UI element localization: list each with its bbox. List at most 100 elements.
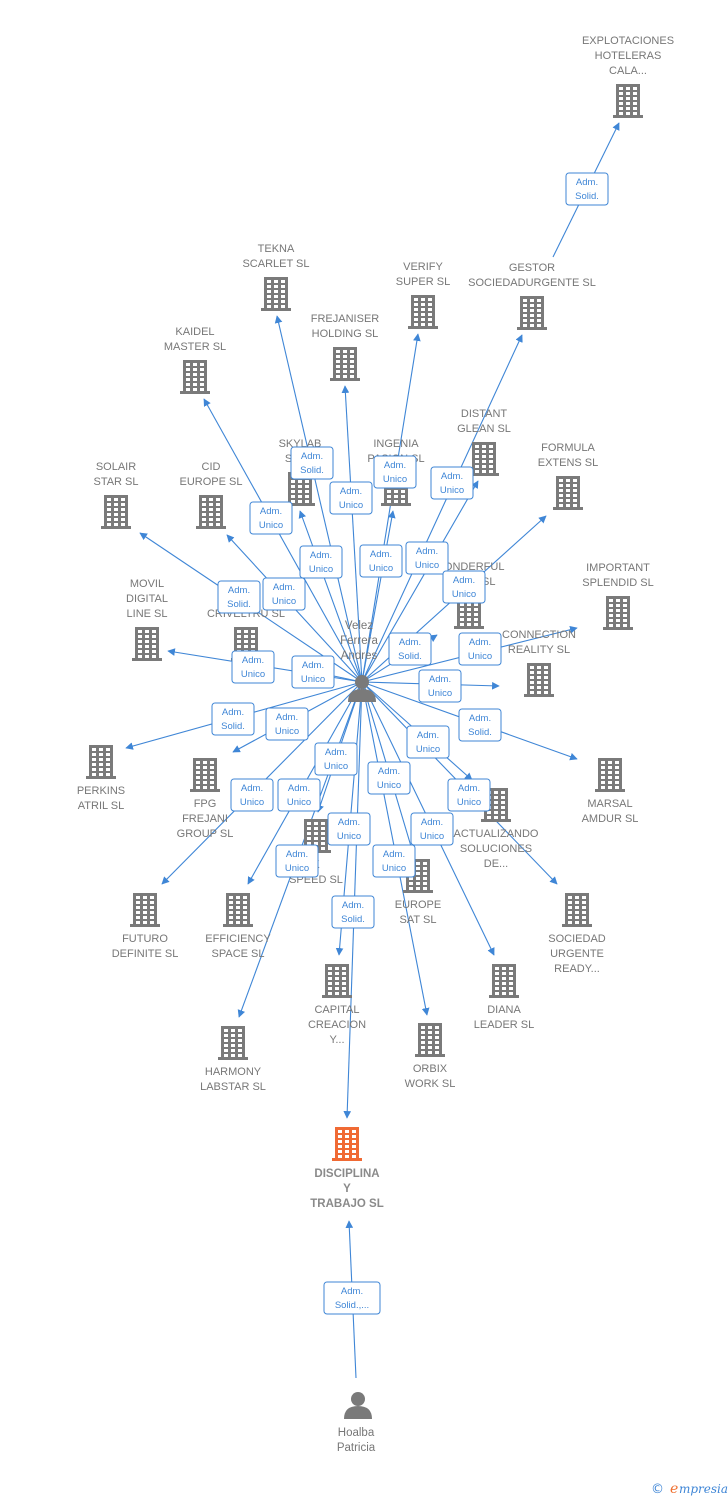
edge-label-disciplina[interactable]: Adm.Solid.,... — [323, 1281, 381, 1315]
company-node-capital[interactable]: CAPITALCREACIONY... — [308, 964, 366, 1046]
edge-label-text: Adm. — [342, 900, 364, 911]
edge-label-box — [418, 669, 462, 703]
edge-label-text: Solid. — [300, 465, 324, 476]
edge-label-verify[interactable]: Adm.Unico — [373, 455, 417, 489]
node-label-line: HOLDING SL — [312, 328, 379, 340]
node-label-line: INGENIA — [373, 438, 419, 450]
edge-label-box — [373, 455, 417, 489]
edge-label-frejaniser[interactable]: Adm.Unico — [329, 481, 373, 515]
edge-label-movil[interactable]: Adm.Unico — [231, 650, 275, 684]
edge-label-kspeed[interactable]: Adm.Unico — [314, 742, 358, 776]
edge-label-formula[interactable]: Adm.Unico — [442, 570, 486, 604]
edge-label-distant[interactable]: Adm.Unico — [405, 541, 449, 575]
edge-label-actualizando[interactable]: Adm.Unico — [406, 725, 450, 759]
edge-label-tekna[interactable]: Adm.Solid. — [290, 446, 334, 480]
company-node-explotaciones[interactable]: EXPLOTACIONESHOTELERASCALA... — [582, 35, 674, 118]
edge-velez-to-kaidel — [203, 398, 363, 683]
node-label-line: FORMULA — [541, 442, 595, 454]
node-label-line: VERIFY — [403, 261, 443, 273]
node-label-line: CID — [202, 461, 221, 473]
node-label-line: Velez — [345, 620, 373, 632]
edge-label-text: Adm. — [378, 766, 400, 777]
edge-label-gestor[interactable]: Adm.Unico — [430, 466, 474, 500]
edge-label-disciplina[interactable]: Adm.Unico — [327, 812, 371, 846]
edge-label-solair[interactable]: Adm.Solid. — [217, 580, 261, 614]
node-label-line: LEADER SL — [474, 1019, 535, 1031]
edge-label-cid[interactable]: Adm.Unico — [262, 577, 306, 611]
edge-label-sociedad[interactable]: Adm.Unico — [447, 778, 491, 812]
building-icon — [613, 84, 643, 118]
edge-label-box — [249, 501, 293, 535]
node-label-line: STAR SL — [93, 476, 138, 488]
footer-brand[interactable]: © e mpresia — [651, 1481, 728, 1497]
edge-label-explotaciones[interactable]: Adm.Solid. — [565, 172, 609, 206]
edge-label-orbix[interactable]: Adm.Unico — [372, 844, 416, 878]
edge-label-capital[interactable]: Adm.Solid. — [331, 895, 375, 929]
edge-label-diana[interactable]: Adm.Unico — [410, 812, 454, 846]
node-label-line: FPG — [194, 798, 217, 810]
edge-label-box — [291, 655, 335, 689]
edge-label-text: Solid. — [468, 727, 492, 738]
node-label-line: ACTUALIZANDO — [454, 828, 539, 840]
edges-layer — [125, 122, 620, 1379]
node-label-line: Patricia — [337, 1442, 376, 1454]
node-label-line: GROUP SL — [177, 828, 234, 840]
edge-velez-to-frejaniser — [341, 385, 363, 683]
edge-label-europesat[interactable]: Adm.Unico — [367, 761, 411, 795]
edge-label-text: Solid. — [575, 191, 599, 202]
edge-label-harmony[interactable]: Adm.Unico — [275, 844, 319, 878]
node-label-line: SOLUCIONES — [460, 843, 532, 855]
edge-label-skylab[interactable]: Adm. Unico — [299, 545, 343, 579]
building-icon — [553, 476, 583, 510]
building-icon — [415, 1023, 445, 1057]
edge-label-text: Unico — [309, 564, 333, 575]
edge-label-text: Unico — [259, 520, 283, 531]
building-icon — [469, 442, 499, 476]
edge-label-marsal[interactable]: Adm.Solid. — [458, 708, 502, 742]
edge-label-ingenia[interactable]: Adm.Unico — [359, 544, 403, 578]
edge-label-text: Adm. — [310, 550, 332, 561]
edge-label-text: Unico — [416, 744, 440, 755]
copyright-symbol: © — [651, 1482, 664, 1497]
edge-label-kaidel[interactable]: Adm.Unico — [249, 501, 293, 535]
edge-label-efficiency[interactable]: Adm.Unico — [277, 778, 321, 812]
edge-label-perkins[interactable]: Adm.Solid. — [211, 702, 255, 736]
node-label-line: EUROPE — [395, 899, 441, 911]
edge-label-fpg[interactable]: Adm.Unico — [265, 707, 309, 741]
edge-label-important[interactable]: Adm.Unico — [458, 632, 502, 666]
edge-velez-to-ingenia — [361, 510, 396, 683]
edge-label-futuro[interactable]: Adm.Unico — [230, 778, 274, 812]
building-icon — [330, 347, 360, 381]
edge-velez-to-tekna — [274, 315, 363, 683]
company-node-sociedad[interactable]: SOCIEDADURGENTEREADY... — [548, 893, 606, 975]
node-label-line: AMDUR SL — [582, 813, 639, 825]
edge-label-criveltru[interactable]: Adm.Unico — [291, 655, 335, 689]
edge-label-wonderful[interactable]: Adm.Solid. — [388, 632, 432, 666]
edge-label-text: Adm. — [325, 747, 347, 758]
edge-label-connection[interactable]: Adm.Unico — [418, 669, 462, 703]
